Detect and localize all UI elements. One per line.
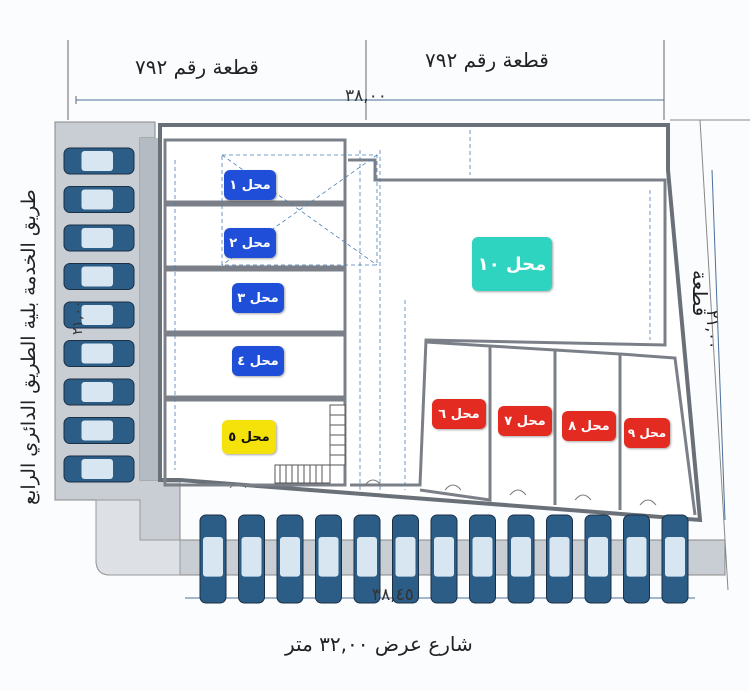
parked-car (507, 514, 535, 604)
shop-4-tag[interactable]: محل ٤ (232, 346, 284, 376)
shop-6-tag[interactable]: محل ٦ (432, 399, 486, 429)
parked-car (584, 514, 612, 604)
shop-5-tag[interactable]: محل ٥ (222, 420, 276, 454)
parked-car (546, 514, 573, 604)
parked-car (63, 455, 135, 483)
shop-1-tag[interactable]: محل ١ (224, 170, 276, 200)
shop-2-tag[interactable]: محل ٢ (224, 228, 276, 258)
shop-10-tag[interactable]: محل ١٠ (472, 237, 552, 291)
parked-car (63, 378, 135, 406)
parked-car (63, 340, 135, 367)
parked-car (623, 514, 650, 604)
left-road-label: طريق الخدمة بلية الطريق الدائري الرابع (18, 189, 40, 505)
inner-sidewalk (140, 138, 160, 480)
parked-car (199, 514, 227, 604)
plot-label-top-left: قطعة رقم ٧٩٢ (135, 55, 259, 79)
parked-car (63, 417, 135, 444)
parked-car (63, 301, 135, 329)
plot-label-top-right: قطعة رقم ٧٩٢ (425, 48, 549, 72)
parked-car (392, 514, 419, 604)
parked-car (63, 224, 135, 252)
parked-car (63, 147, 135, 175)
top-boundary-lines (67, 40, 665, 120)
bottom-dimension-label: ٣٨,٤٥ (372, 585, 414, 605)
parking-left (63, 147, 135, 483)
street-label: شارع عرض ٣٢,٠٠ متر (285, 632, 473, 656)
parked-car (315, 514, 342, 604)
right-shops-walls (419, 340, 697, 516)
top-dimension-label: ٣٨,٠٠ (345, 86, 387, 106)
left-dimension-label: ٢١,٠٠ (70, 300, 86, 335)
door-swings (229, 479, 657, 506)
right-dimension-line (711, 169, 726, 521)
staircase (274, 404, 346, 484)
parked-car (469, 514, 496, 604)
right-dimension-label: ٢١,٠٠ (703, 310, 722, 350)
shop-9-tag[interactable]: محل ٩ (624, 418, 670, 448)
hall-walls (348, 158, 667, 487)
corner-curb (95, 499, 181, 576)
parked-car (276, 514, 304, 604)
parked-car (430, 514, 458, 604)
shop-7-tag[interactable]: محل ٧ (498, 406, 552, 436)
right-boundary-vertical (699, 119, 729, 591)
shop-3-tag[interactable]: محل ٣ (232, 283, 284, 313)
parking-bottom (199, 514, 689, 604)
parked-car (63, 263, 135, 290)
parked-car (661, 514, 689, 604)
parked-car (63, 186, 135, 213)
parked-car (353, 514, 381, 604)
shop-8-tag[interactable]: محل ٨ (562, 411, 616, 441)
parked-car (238, 514, 265, 604)
